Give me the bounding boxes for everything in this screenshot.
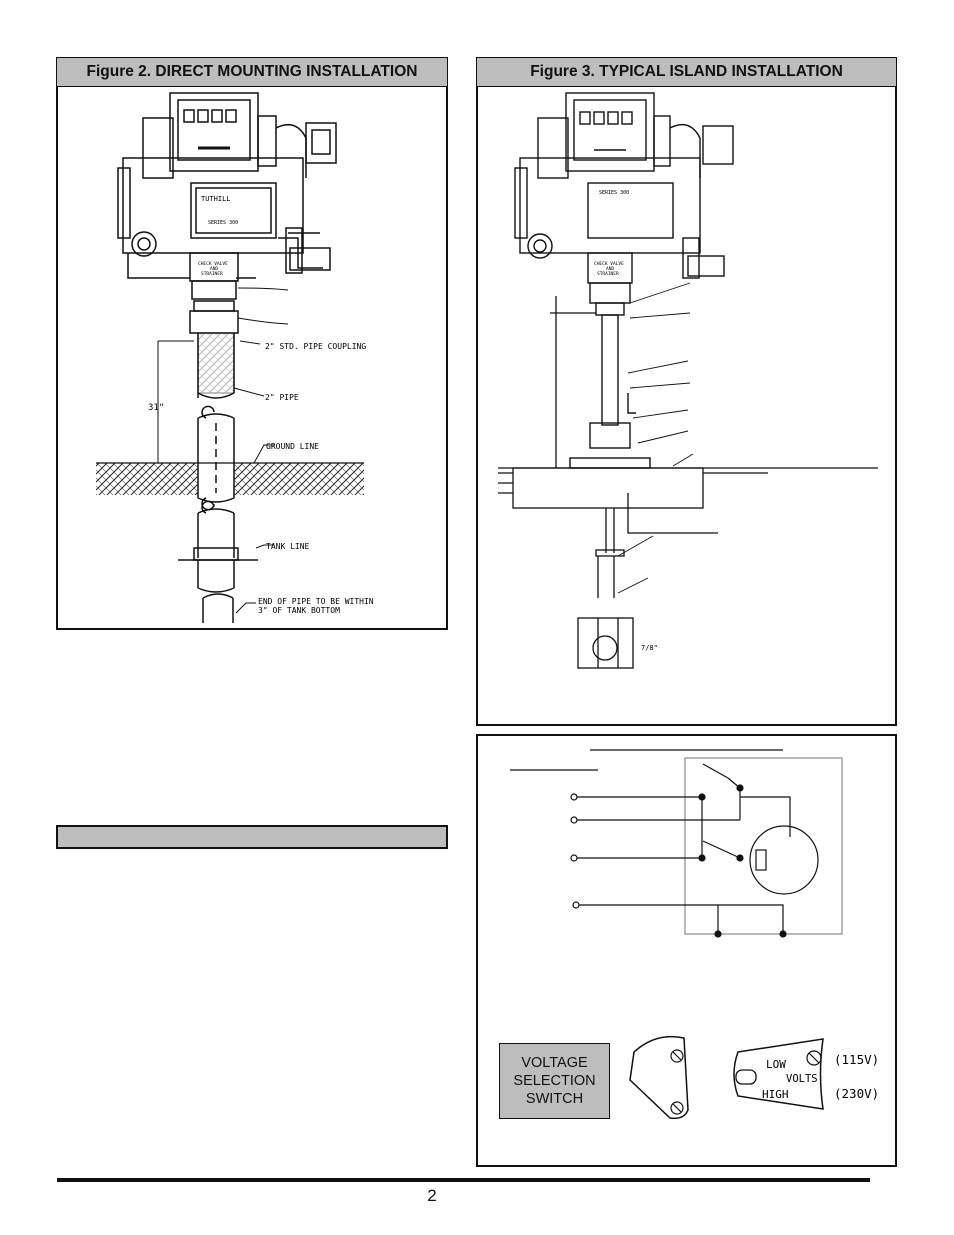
figure3-title: Figure 3. TYPICAL ISLAND INSTALLATION xyxy=(476,57,897,87)
figure3-panel xyxy=(476,57,897,726)
island-check-valve-3: STRAINER xyxy=(597,271,619,277)
pipe-assembly xyxy=(178,300,258,623)
footer-rule xyxy=(57,1178,870,1182)
switch-plate-drawing xyxy=(629,1035,689,1120)
voltage-selector-drawing: LOW VOLTS HIGH (115V) (230V) xyxy=(733,1038,879,1110)
high-volts-label: HIGH xyxy=(762,1088,789,1101)
115v-label: (115V) xyxy=(834,1052,879,1067)
pump-brand-text: TUTHILL xyxy=(201,195,231,203)
island-pump-unit xyxy=(514,92,734,469)
page-number: 2 xyxy=(427,1186,437,1205)
island-pump-series: SERIES 300 xyxy=(599,190,629,196)
tank-line-label: TANK LINE xyxy=(266,542,310,551)
check-valve-text-3: STRAINER xyxy=(201,271,223,277)
ground-line-label: GROUND LINE xyxy=(266,442,319,451)
pipe-label: 2" PIPE xyxy=(265,393,299,402)
figure2-panel xyxy=(56,57,448,630)
island-check-valve-2: AND xyxy=(606,266,614,272)
island-leaders xyxy=(617,282,694,594)
island-base xyxy=(498,296,878,669)
ground-hatch-right xyxy=(234,463,364,495)
ground-hatch xyxy=(96,463,198,495)
vss-line-3: SWITCH xyxy=(525,1091,584,1107)
island-check-valve-1: CHECK VALVE xyxy=(594,261,624,267)
230v-label: (230V) xyxy=(834,1086,879,1101)
dimension-label: 7/8" xyxy=(641,644,658,652)
figure2-title: Figure 2. DIRECT MOUNTING INSTALLATION xyxy=(56,57,448,87)
wiring-diagram xyxy=(510,749,843,938)
section-header-bar xyxy=(56,825,448,849)
height-label: 31" xyxy=(148,403,164,413)
figure3-drawing: SERIES 300 CHECK VALVE AND STRAINER 7/8" xyxy=(498,92,878,669)
low-volts-label: LOW xyxy=(766,1058,786,1071)
coupling-label: 2" STD. PIPE COUPLING xyxy=(265,342,366,351)
figure2-drawing: TUTHILL SERIES 300 CHECK VALVE AND STRAI… xyxy=(96,92,374,623)
voltage-selection-switch-label: VOLTAGE SELECTION SWITCH xyxy=(499,1043,610,1119)
pipe-end-label-2: 3" OF TANK BOTTOM xyxy=(258,606,340,615)
pump-series-text: SERIES 300 xyxy=(208,220,238,226)
pipe-end-label-1: END OF PIPE TO BE WITHIN xyxy=(258,597,374,606)
pump-unit xyxy=(117,92,337,300)
leader-lines xyxy=(233,287,289,614)
vss-line-1: VOLTAGE xyxy=(521,1055,588,1071)
volts-label: VOLTS xyxy=(786,1073,818,1085)
height-dimension xyxy=(157,340,194,463)
check-valve-text-1: CHECK VALVE xyxy=(198,261,228,267)
vss-line-2: SELECTION xyxy=(513,1073,596,1089)
check-valve-text-2: AND xyxy=(210,266,218,272)
